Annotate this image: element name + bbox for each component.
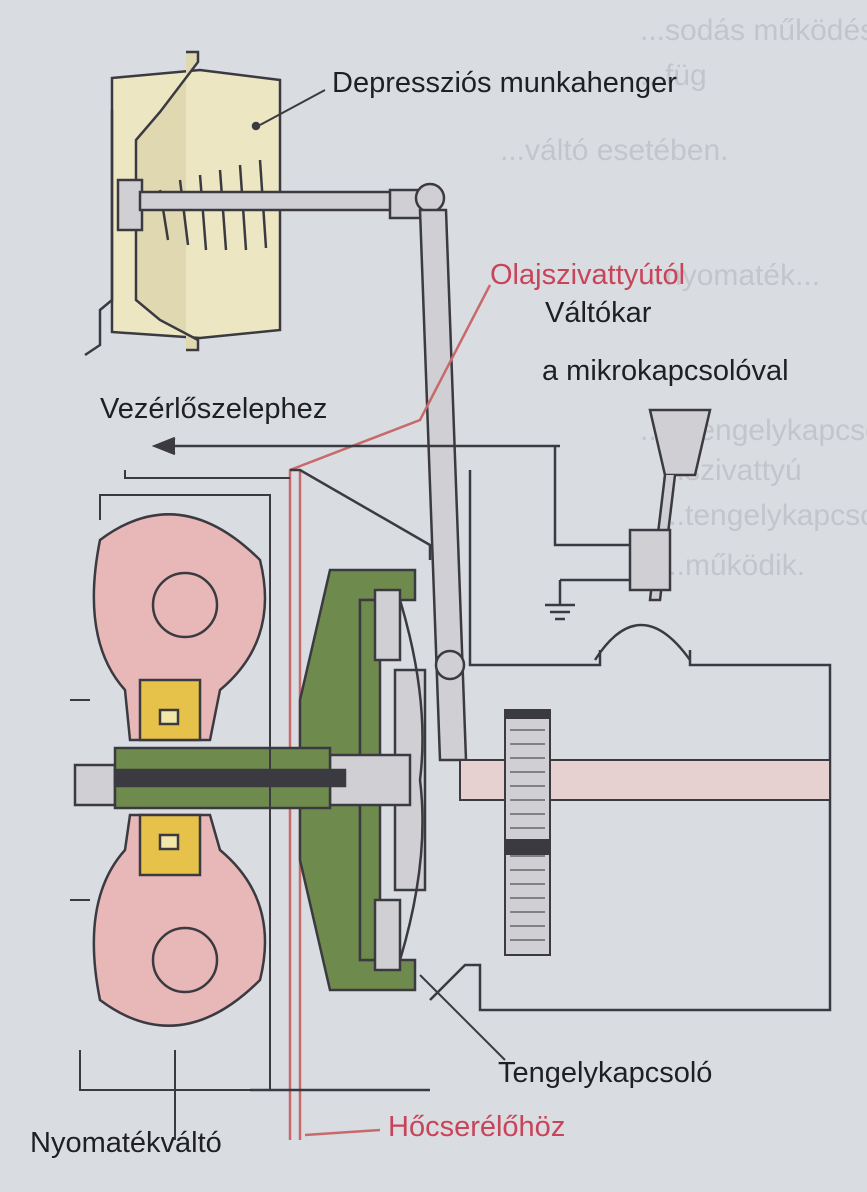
control-valve-arrow bbox=[151, 436, 630, 621]
label-oil-pump: Olajszivattyútól bbox=[490, 259, 686, 291]
clutch-lever bbox=[388, 182, 468, 762]
bg-text-line: ...sodás működés bbox=[640, 14, 867, 47]
bg-text-line: ...füg bbox=[640, 59, 707, 92]
bg-text-line: ...tengelykapcsoló bbox=[660, 499, 867, 532]
leader-lines bbox=[174, 89, 506, 1140]
label-control-valve: Vezérlőszelephez bbox=[100, 393, 328, 425]
bg-text-line: ...váltó esetében. bbox=[500, 134, 729, 167]
label-gear-lever-line2: a mikrokapcsolóval bbox=[542, 355, 789, 387]
label-vacuum-cylinder: Depressziós munkahenger bbox=[332, 67, 677, 99]
gearbox-housing bbox=[250, 468, 832, 1092]
converter-housing bbox=[70, 470, 290, 1091]
label-clutch: Tengelykapcsoló bbox=[498, 1057, 713, 1089]
bg-text-line: ...nyomaték... bbox=[640, 259, 820, 292]
label-torque-converter: Nyomatékváltó bbox=[30, 1127, 222, 1159]
label-heat-exchanger: Hőcserélőhöz bbox=[388, 1111, 566, 1143]
bg-text-line: ...működik. bbox=[660, 549, 805, 582]
torque-converter bbox=[73, 513, 347, 1027]
gear-lever bbox=[593, 408, 712, 661]
output-shaft bbox=[459, 709, 831, 956]
clutch-assembly bbox=[298, 568, 427, 992]
label-gear-lever-line1: Váltókar bbox=[545, 297, 652, 329]
